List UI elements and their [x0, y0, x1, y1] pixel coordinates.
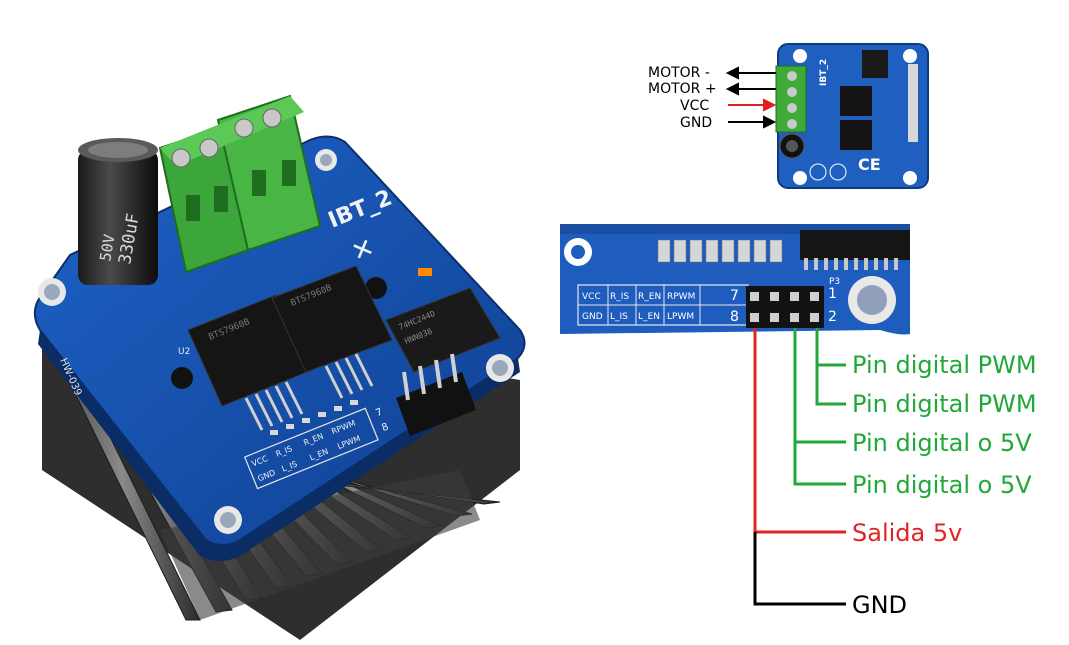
- inset-arrow-motor-plus: [725, 82, 776, 96]
- inset-label-vcc: VCC: [680, 98, 709, 114]
- pin-label-5v: Salida 5v: [852, 519, 962, 547]
- capacitor: 330uF 50V: [78, 138, 158, 285]
- wire-pwm-2: [815, 328, 846, 406]
- pin-label-pwm-1: Pin digital PWM: [852, 351, 1037, 379]
- inset-label-motor-minus: MOTOR -: [648, 65, 710, 81]
- inset-label-gnd: GND: [680, 115, 712, 131]
- closeup-pin-header: [746, 286, 824, 328]
- closeup-pin-7: 7: [730, 288, 739, 304]
- closeup-pin-2: 2: [828, 309, 837, 325]
- closeup-l-is: L_IS: [610, 312, 628, 322]
- u2-label: U2: [178, 347, 190, 357]
- silk-pin-7: 7: [374, 407, 384, 420]
- closeup-vcc: VCC: [582, 292, 601, 302]
- pin-label-en-2: Pin digital o 5V: [852, 471, 1032, 499]
- wire-gnd: [753, 532, 846, 606]
- inset-label-motor-plus: MOTOR +: [648, 81, 717, 97]
- logic-chip: 74HC244D HNN038: [385, 287, 501, 373]
- main-board-photo: 330uF 50V IBT_2 ✕ BTS7960B: [33, 94, 526, 640]
- closeup-p3: P3: [829, 277, 840, 287]
- silk-pin-8: 8: [380, 421, 390, 434]
- wire-5v: [753, 328, 846, 534]
- pin-label-pwm-2: Pin digital PWM: [852, 390, 1037, 418]
- smd-components: [270, 268, 432, 435]
- inset-model-label: IBT_2: [819, 59, 829, 86]
- closeup-rpwm: RPWM: [667, 292, 695, 302]
- wire-pwm-1: [815, 328, 846, 367]
- pin-label-en-1: Pin digital o 5V: [852, 429, 1032, 457]
- screw-terminal-block: [158, 94, 322, 274]
- capacitor-voltage: 50V: [96, 233, 118, 263]
- inset-arrow-vcc: [728, 98, 777, 112]
- pin-header: [396, 353, 476, 436]
- driver-chip-left: BTS7960B: [187, 294, 313, 431]
- pin-label-gnd: GND: [852, 591, 907, 619]
- inset-arrow-motor-minus: [725, 66, 776, 80]
- screw-icon: [171, 367, 193, 389]
- inset-arrow-gnd: [728, 115, 777, 129]
- screw-icon: [365, 277, 387, 299]
- closeup-gnd: GND: [582, 312, 603, 322]
- header-closeup: VCC R_IS R_EN RPWM GND L_IS L_EN LPWM 7 …: [560, 224, 910, 335]
- pin-label-list: Pin digital PWM Pin digital PWM Pin digi…: [852, 351, 1037, 619]
- ce-mark-icon: CE: [858, 155, 881, 174]
- closeup-r-en: R_EN: [638, 292, 661, 302]
- wire-lines: [753, 328, 846, 606]
- wiring-inset: IBT_2 CE MOTOR - MOTOR + VCC GND: [648, 43, 929, 189]
- wire-en-1: [793, 328, 846, 444]
- closeup-pin-8: 8: [730, 309, 739, 325]
- closeup-r-is: R_IS: [610, 292, 629, 302]
- wire-en-2: [793, 328, 846, 486]
- closeup-l-en: L_EN: [638, 312, 660, 322]
- closeup-pin-1: 1: [828, 286, 837, 302]
- closeup-lpwm: LPWM: [667, 312, 694, 322]
- mounting-hole-icon: [38, 149, 514, 534]
